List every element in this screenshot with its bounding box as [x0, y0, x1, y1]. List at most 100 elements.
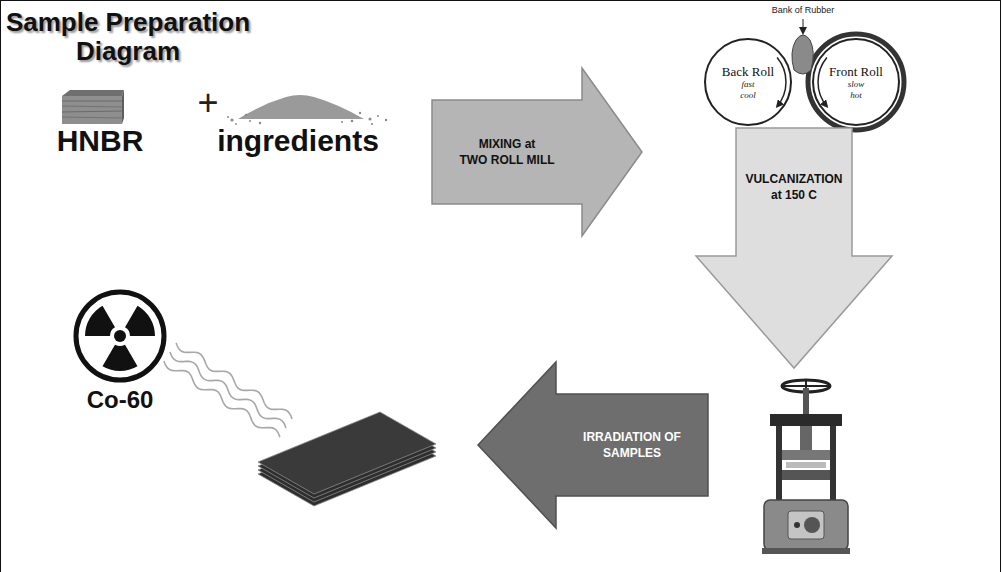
radiation-waves [164, 343, 292, 437]
trefoil-center [114, 330, 126, 342]
hydraulic-press [776, 426, 782, 502]
hydraulic-press [788, 511, 824, 539]
text-line: Front Roll [829, 64, 883, 79]
text-line: Back Roll [722, 64, 774, 79]
text-line: MIXING at [479, 137, 536, 151]
trefoil-blade [103, 345, 138, 371]
text-line: HNBR [57, 124, 144, 157]
hydraulic-press [794, 522, 800, 528]
hnbr-block [62, 90, 124, 96]
powder-pile [238, 95, 364, 119]
text-line: Co-60 [87, 386, 154, 413]
material-label: ingredients [217, 124, 379, 158]
powder-grain [230, 118, 233, 121]
roll-note: fast cool [740, 79, 756, 100]
powder-grain [341, 121, 343, 123]
process-arrow: MIXING at TWO ROLL MILL [432, 68, 642, 236]
powder-grain [227, 116, 229, 118]
process-arrow: VULCANIZATION at 150 C [696, 128, 892, 368]
radiation-wave [164, 361, 280, 437]
hydraulic-press [762, 548, 850, 554]
powder-grain [369, 118, 372, 121]
radiation-wave [170, 352, 286, 428]
arrow-label: VULCANIZATION at 150 C [745, 171, 842, 203]
hnbr-block [62, 96, 122, 124]
text-line: fast [741, 79, 754, 89]
two-roll-mill [808, 34, 904, 130]
arrow-outline [696, 128, 892, 368]
hnbr-block [62, 111, 122, 112]
hydraulic-press [782, 470, 830, 480]
radiation-symbol [76, 292, 164, 380]
roll-name: Front Roll [829, 64, 883, 80]
powder-grain [377, 115, 379, 117]
hydraulic-press [804, 517, 820, 533]
hnbr-block [62, 106, 122, 107]
powder-grain [385, 119, 387, 121]
two-roll-mill [812, 38, 900, 126]
powder-grain [259, 122, 261, 124]
two-roll-mill [777, 58, 786, 107]
text-line: IRRADIATION OF [583, 430, 681, 444]
text-line: slow [848, 79, 865, 89]
arrow-shape [432, 68, 642, 236]
hnbr-block [62, 101, 122, 102]
sample-sheets [258, 412, 436, 506]
roll-name: Back Roll [722, 64, 774, 80]
plus-sign: + [197, 82, 218, 124]
hydraulic-press [764, 500, 848, 550]
hnbr-block [122, 90, 124, 124]
arrow-shape [696, 128, 892, 368]
two-roll-mill [818, 58, 827, 107]
roll-note: slow hot [848, 79, 865, 100]
roll-circle: Front Rollslow hot [812, 38, 900, 126]
arrow-outline [478, 362, 708, 528]
arrow-shape [478, 362, 708, 528]
text-area: Back Rollfast cool [704, 38, 792, 126]
two-roll-mill [704, 38, 792, 126]
hydraulic-press [803, 388, 809, 416]
trefoil-blade [85, 306, 115, 336]
hydraulic-press [762, 380, 850, 554]
text-line: Sample Preparation [6, 7, 250, 37]
text-line: ingredients [217, 124, 379, 157]
text-line: Bank of Rubber [772, 5, 835, 15]
hydraulic-press [770, 414, 842, 426]
arrow-label: MIXING at TWO ROLL MILL [459, 136, 554, 168]
diagram-title: Sample Preparation Diagram [6, 8, 250, 66]
powder-grain [351, 120, 354, 123]
two-roll-mill [803, 19, 804, 33]
text-line: hot [850, 90, 862, 100]
text-area: Front Rollslow hot [812, 38, 900, 126]
process-arrow: IRRADIATION OF SAMPLES [478, 362, 708, 528]
powder-grain [249, 120, 251, 122]
two-roll-mill [792, 35, 813, 74]
rubber-sheet [258, 412, 436, 494]
text-line: cool [740, 90, 756, 100]
part-label: Bank of Rubber [772, 5, 835, 15]
hydraulic-press [782, 450, 830, 460]
text-line: Diagram [76, 36, 180, 66]
text-line: at 150 C [771, 188, 817, 202]
powder-pile [227, 95, 387, 125]
text-line: SAMPLES [603, 446, 661, 460]
roll-circle: Back Rollfast cool [704, 38, 792, 126]
hydraulic-press [830, 426, 836, 502]
text-line: VULCANIZATION [745, 172, 842, 186]
source-label: Co-60 [87, 386, 154, 414]
text-line: TWO ROLL MILL [459, 153, 554, 167]
powder-grain [359, 112, 361, 114]
material-label: HNBR [57, 124, 144, 158]
two-roll-mill [704, 19, 904, 130]
hnbr-block [62, 90, 124, 124]
text-area: VULCANIZATION at 150 C [736, 132, 852, 242]
hnbr-block [62, 117, 122, 118]
text-area: IRRADIATION OF SAMPLES [556, 394, 708, 496]
arrow-label: IRRADIATION OF SAMPLES [583, 429, 681, 461]
text-area: MIXING at TWO ROLL MILL [432, 100, 582, 204]
powder-grain [245, 114, 247, 116]
text-line: + [197, 82, 218, 123]
hydraulic-press [786, 462, 826, 468]
